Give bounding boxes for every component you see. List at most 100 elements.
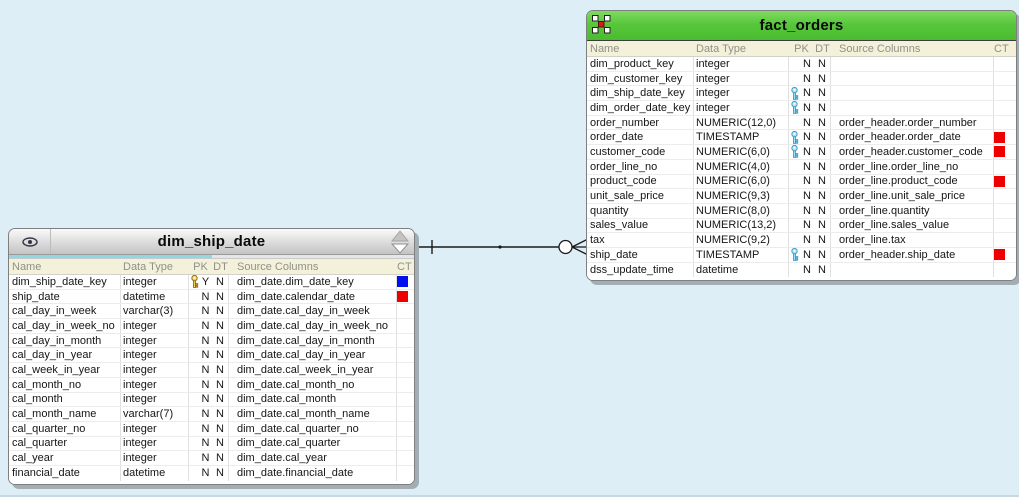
cell-margin [1005, 233, 1016, 247]
cell-column-name: cal_month_name [9, 407, 121, 421]
cell-margin [1005, 263, 1016, 278]
cell-margin [408, 290, 414, 304]
cell-source-column [831, 71, 994, 86]
visibility-toggle[interactable] [9, 229, 51, 254]
cell-column-name: financial_date [9, 465, 121, 481]
cell-column-name: sales_value [587, 218, 694, 233]
cell-data-type: NUMERIC(13,2) [694, 218, 789, 233]
col-header-dt: DT [213, 260, 228, 273]
cell-source-column: dim_date.dim_date_key [229, 275, 397, 289]
cell-dt: N [212, 289, 229, 304]
cell-data-type: integer [694, 86, 789, 101]
cell-key [789, 175, 800, 189]
cell-data-type: integer [121, 436, 189, 451]
cell-pk: N [803, 57, 811, 70]
cell-column-name: cal_day_in_week [9, 304, 121, 319]
cell-ct [994, 175, 1005, 189]
cell-data-type: datetime [694, 262, 789, 278]
col-header-dt: DT [815, 42, 830, 55]
cell-key [789, 130, 800, 144]
cell-margin [408, 275, 414, 289]
cell-column-name: cal_day_in_week_no [9, 319, 121, 333]
scroll-up-icon [390, 230, 410, 242]
cell-column-name: dim_ship_date_key [587, 86, 694, 101]
cell-margin [1005, 130, 1016, 144]
cell-pk: N [803, 234, 811, 247]
scroll-arrows[interactable] [390, 230, 410, 254]
entity-fact-orders[interactable]: fact_orders Name Data Type PK DT Source … [586, 10, 1017, 282]
entity-title: fact_orders [759, 17, 844, 34]
col-header-ct: CT [994, 42, 1009, 55]
cell-data-type: TIMESTAMP [694, 247, 789, 262]
cell-pk: N [803, 87, 811, 100]
cell-column-name: order_date [587, 130, 694, 145]
cell-column-name: quantity [587, 203, 694, 218]
cell-data-type: integer [121, 319, 189, 333]
col-header-name: Name [590, 42, 620, 55]
cell-margin [1005, 160, 1016, 174]
ct-flag-red [397, 291, 408, 303]
cell-dt: N [212, 465, 229, 481]
cell-ct [397, 290, 408, 304]
cell-pk: N [803, 131, 811, 144]
cell-ct [994, 248, 1005, 262]
selection-handles-icon[interactable] [592, 15, 611, 34]
cell-ct [994, 145, 1005, 159]
cell-margin [408, 348, 414, 362]
cell-dt: N [814, 86, 831, 101]
cell-ct [397, 422, 408, 436]
cell-pk: N [201, 334, 210, 347]
cell-pk: N [201, 319, 210, 332]
primary-key-icon [190, 275, 198, 289]
cell-data-type: integer [121, 333, 189, 348]
entity-header-fact-orders[interactable]: fact_orders [587, 11, 1016, 41]
entity-header-dim-ship-date[interactable]: dim_ship_date [9, 229, 414, 255]
scroll-down-icon [390, 243, 410, 254]
cell-column-name: dim_customer_key [587, 71, 694, 86]
cell-ct [397, 378, 408, 392]
cell-ct [994, 263, 1005, 278]
cell-source-column: dim_date.cal_month [229, 392, 397, 407]
cell-key [789, 101, 800, 115]
entity-dim-ship-date[interactable]: dim_ship_date Name Data Type PK DT Sourc… [8, 228, 415, 485]
primary-key-icon [791, 101, 799, 115]
cell-pk: N [803, 204, 811, 217]
cell-data-type: TIMESTAMP [694, 130, 789, 145]
cell-source-column: dim_date.cal_day_in_week_no [229, 319, 397, 333]
cell-dt: N [212, 333, 229, 348]
cell-column-name: tax [587, 233, 694, 247]
cell-margin [408, 451, 414, 465]
cell-dt: N [814, 159, 831, 174]
